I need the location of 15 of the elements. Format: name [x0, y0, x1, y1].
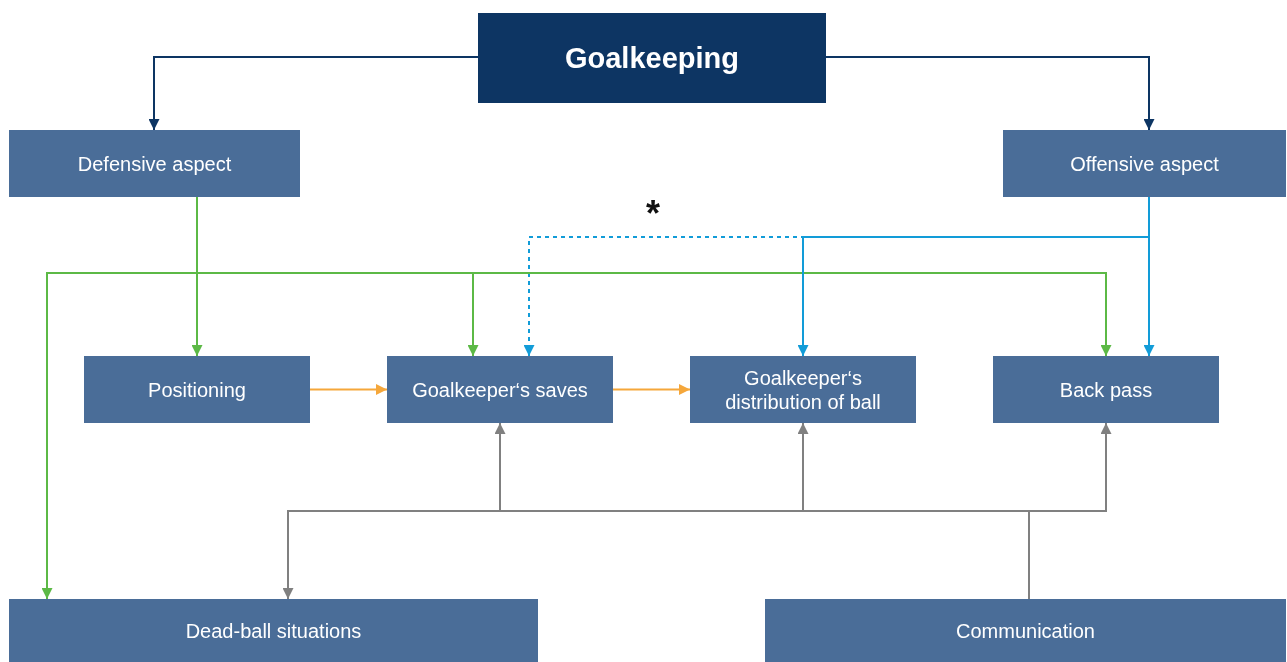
process-box: Positioning [84, 356, 310, 423]
process-box: Dead-ball situations [9, 599, 538, 662]
process-box: Defensive aspect [9, 130, 300, 197]
process-box: Goalkeeper‘s distribution of ball [690, 356, 916, 423]
process-box: Goalkeeper‘s saves [387, 356, 613, 423]
arrow [148, 56, 479, 131]
arrow [282, 510, 1030, 600]
asterisk-note: * [646, 196, 660, 232]
title-box: Goalkeeping [478, 13, 826, 103]
process-box: Back pass [993, 356, 1219, 423]
arrow [612, 384, 691, 395]
process-box: Communication [765, 599, 1286, 662]
arrow [309, 384, 388, 395]
arrow [825, 56, 1155, 131]
process-box: Offensive aspect [1003, 130, 1286, 197]
